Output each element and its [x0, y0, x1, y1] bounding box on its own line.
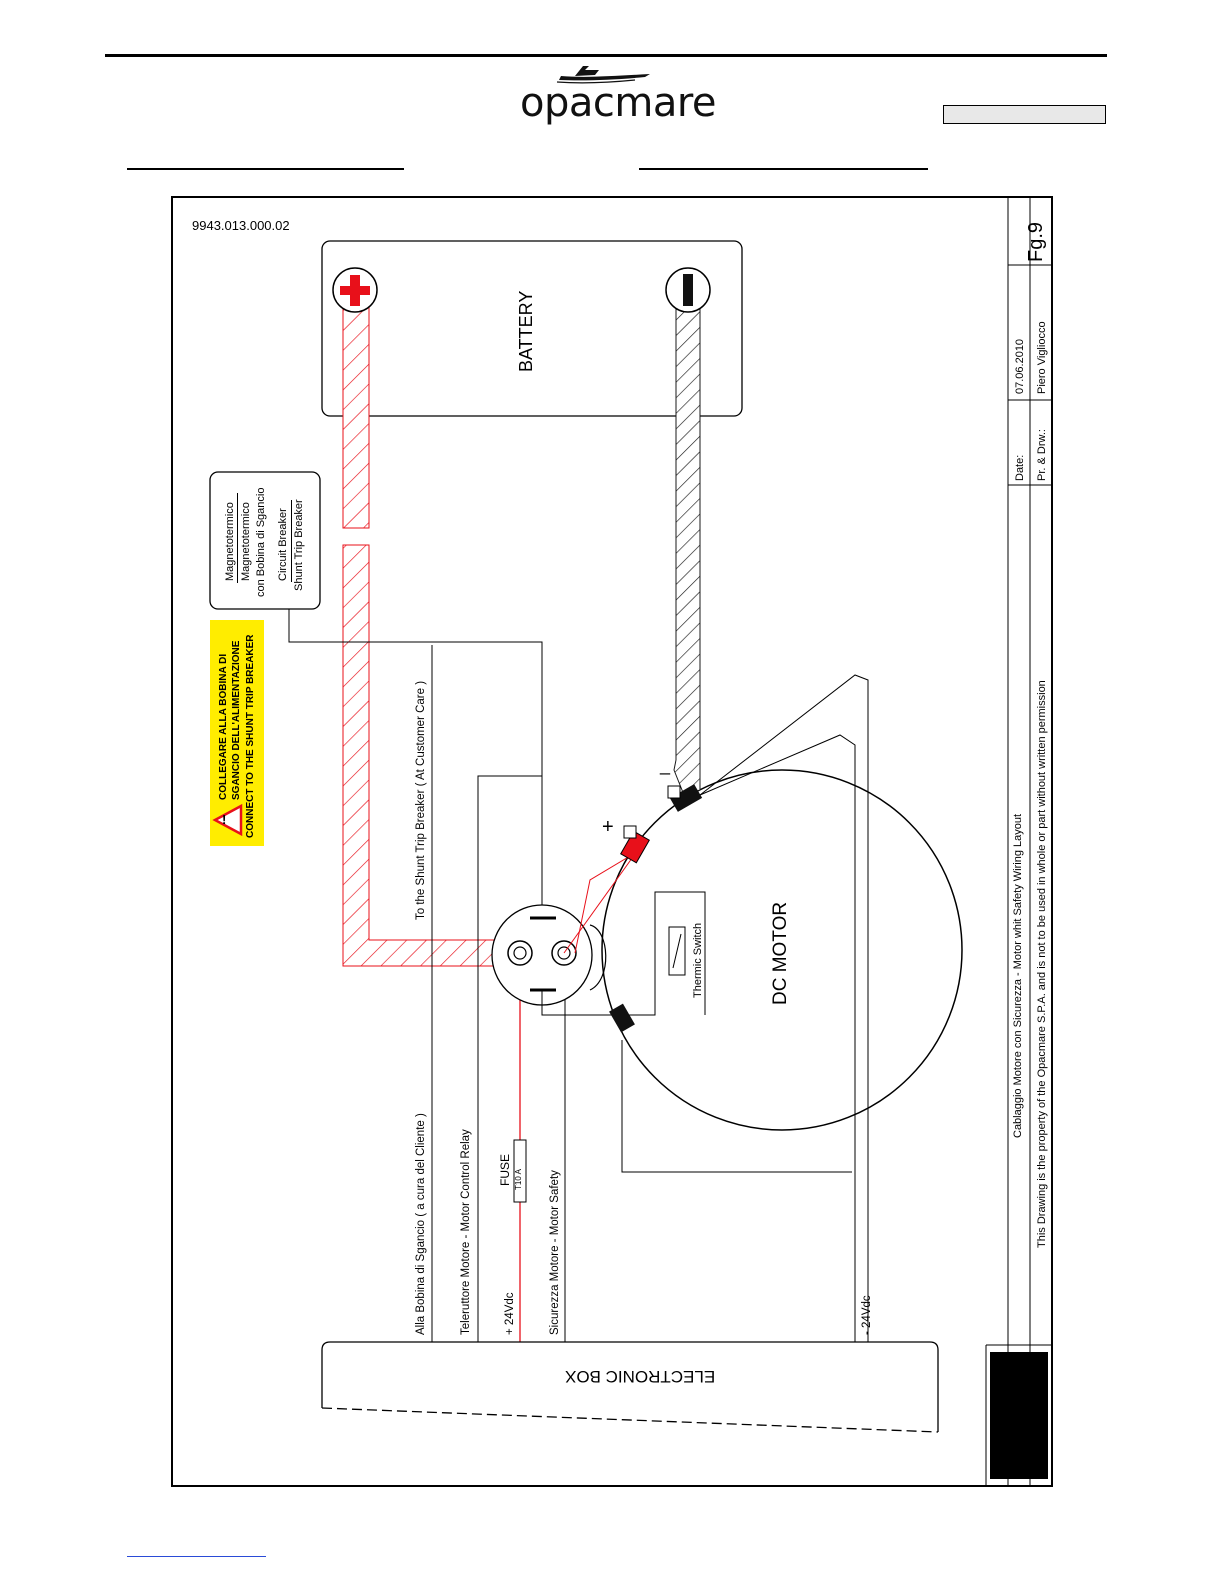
- warning-triangle-icon: [212, 803, 243, 837]
- title-block-disclaimer: This Drawing is the property of the Opac…: [1036, 680, 1048, 1248]
- warning-line-1: COLLEGARE ALLA BOBINA DI: [218, 653, 229, 800]
- drawing-frame: [171, 196, 1053, 1487]
- thermic-switch-label: Thermic Switch: [692, 922, 704, 998]
- title-block-title: Cablaggio Motore con Sicurezza - Motor w…: [1012, 813, 1024, 1138]
- header-rule: [105, 54, 1107, 57]
- breaker-line-1: Magnetotermico: [224, 502, 236, 581]
- wire-label-relay: Teleruttore Motore - Motor Control Relay: [460, 1129, 472, 1335]
- fuse-label: FUSE: [498, 1153, 512, 1186]
- warning-line-2: SGANCIO DELL'ALIMENTAZIONE: [231, 640, 242, 800]
- dc-motor-body: [601, 769, 963, 1131]
- breaker-rule-2: [291, 500, 292, 582]
- breaker-line-4: Circuit Breaker: [277, 508, 289, 581]
- electronic-box-label: ELECTRONIC BOX: [565, 1367, 716, 1386]
- negative-cable: [673, 294, 701, 796]
- logo-boat-icon: [556, 66, 650, 84]
- footer-link-rule: [127, 1556, 266, 1557]
- svg-text:!: !: [222, 812, 226, 827]
- battery-label: BATTERY: [516, 290, 536, 372]
- header-underline-right: [639, 168, 928, 170]
- motor-thermic-terminal: [609, 1003, 635, 1033]
- wire-label-plus24: + 24Vdc: [504, 1292, 516, 1335]
- minus-sign: _: [660, 755, 671, 775]
- wire-label-bobina: Alla Bobina di Sgancio ( a cura del Clie…: [415, 1113, 427, 1335]
- fuse-rating: T10 A: [514, 1169, 523, 1190]
- electronic-box: [321, 1341, 939, 1432]
- battery-box: [321, 240, 743, 417]
- plus-sign: +: [602, 816, 614, 838]
- warning-line-3: CONNECT TO THE SHUNT TRIP BREAKER: [245, 634, 256, 838]
- title-block-black-mark: [990, 1352, 1048, 1479]
- header-underline-left: [127, 168, 404, 170]
- wire-label-safety: Sicurezza Motore - Motor Safety: [549, 1170, 561, 1335]
- breaker-line-3: con Bobina di Sgancio: [255, 487, 267, 597]
- breaker-line-2: Magnetotermico: [240, 502, 252, 581]
- dc-motor-label: DC MOTOR: [770, 901, 791, 1005]
- header-field-box: [943, 105, 1106, 124]
- fuse-icon: [513, 1139, 527, 1203]
- author-value: Piero Vigliocco: [1036, 321, 1048, 394]
- motor-negative-terminal: [669, 784, 703, 812]
- date-value: 07.06.2010: [1014, 338, 1026, 394]
- brand-logo: opacmare: [520, 80, 717, 126]
- breaker-rule-1: [237, 493, 238, 583]
- date-label: Date:: [1014, 454, 1026, 481]
- wire-label-minus24: - 24Vdc: [861, 1295, 873, 1335]
- drawing-number: 9943.013.000.02: [192, 218, 290, 233]
- figure-number: Fg.9: [1025, 221, 1047, 262]
- breaker-line-5: Shunt Trip Breaker: [293, 499, 305, 591]
- wire-label-shunt-trip: To the Shunt Trip Breaker ( At Customer …: [415, 680, 427, 920]
- author-label: Pr. & Drw.:: [1036, 429, 1048, 481]
- motor-positive-terminal: [620, 830, 650, 864]
